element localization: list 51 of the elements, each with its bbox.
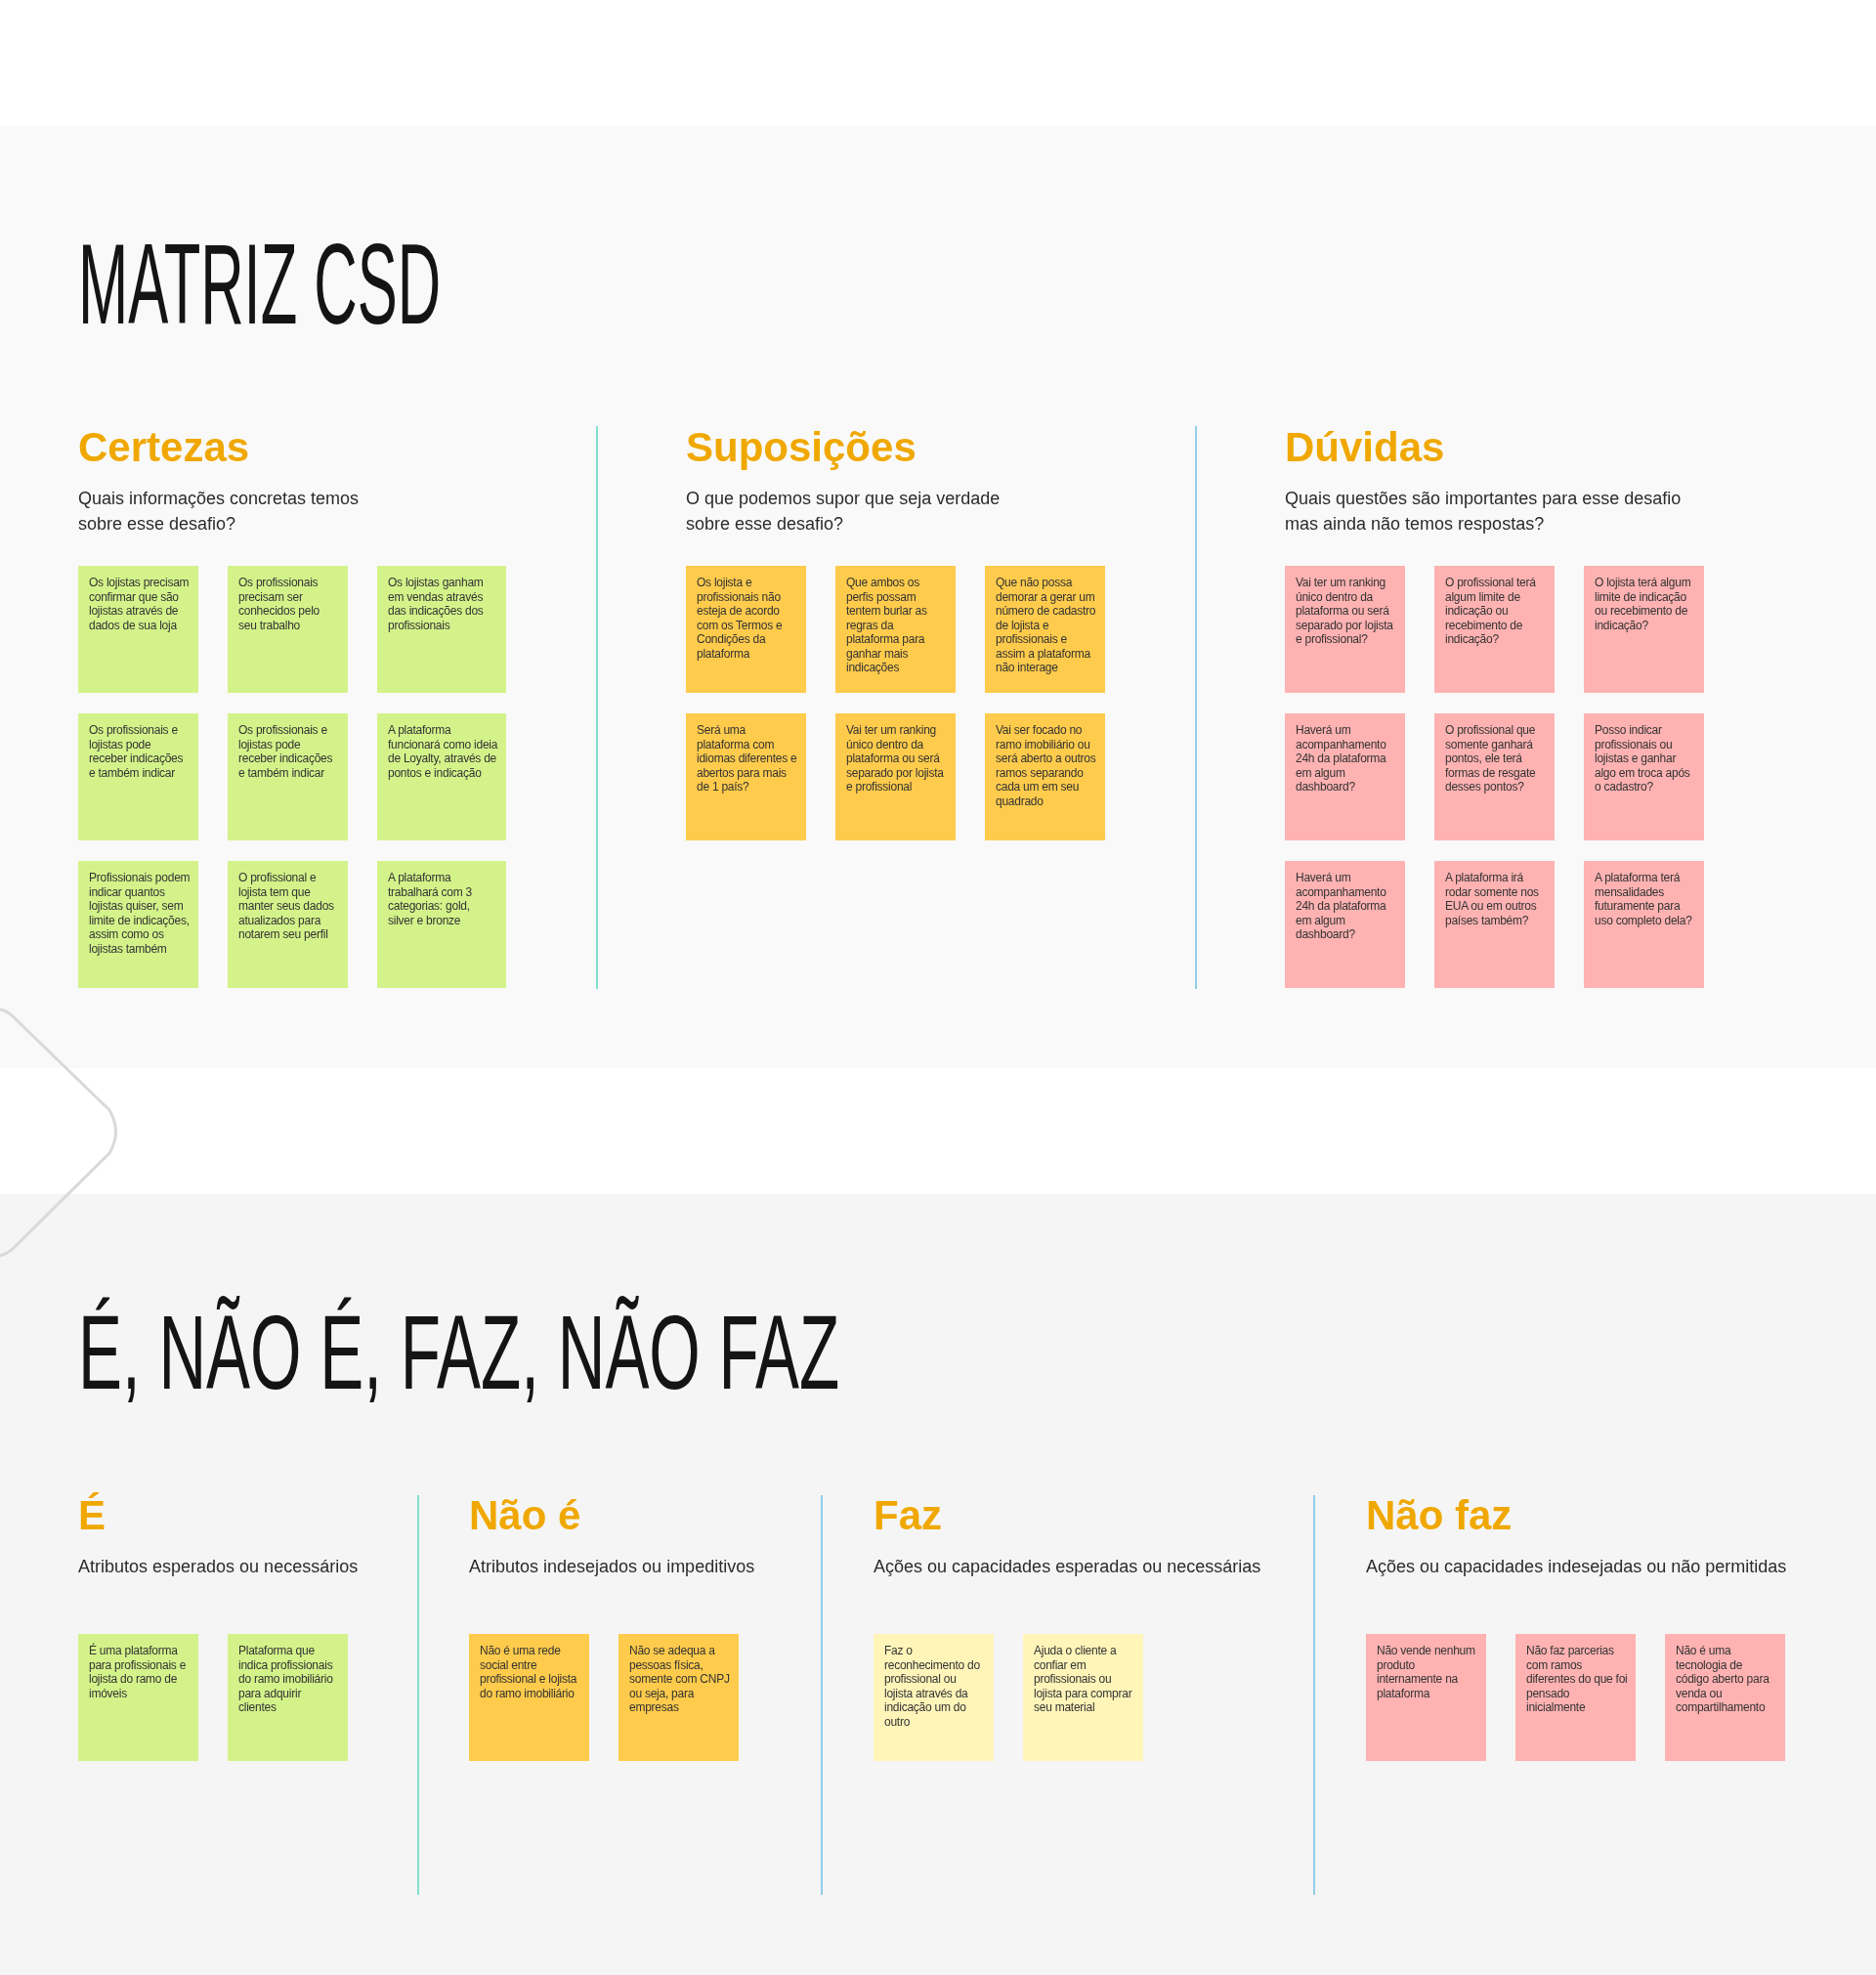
column-heading: Não é bbox=[469, 1491, 581, 1540]
sticky-note: Vai ser focado no ramo imobiliário ou será aberto a outros ramos separando cada um em seu quadrado bbox=[985, 713, 1105, 840]
column-heading: Suposições bbox=[686, 423, 917, 472]
sticky-note: A plataforma funcionará como ideia de Loyalty, através de pontos e indicação bbox=[377, 713, 506, 840]
sticky-note: A plataforma terá mensalidades futuramente para uso completo dela? bbox=[1584, 861, 1704, 988]
section-band bbox=[0, 1194, 1876, 1975]
section-title: MATRIZ CSD bbox=[78, 220, 442, 350]
sticky-note: Que ambos os perfis possam tentem burlar as regras da plataforma para ganhar mais indicações bbox=[835, 566, 956, 693]
section-band bbox=[0, 126, 1876, 1068]
sticky-note: Não é uma rede social entre profissional e lojista do ramo imobiliário bbox=[469, 1634, 589, 1761]
sticky-note: Haverá um acompanhamento 24h da plataforma em algum dashboard? bbox=[1285, 861, 1405, 988]
sticky-note: Ajuda o cliente a confiar em profissionais ou lojista para comprar seu material bbox=[1023, 1634, 1143, 1761]
section-title: É, NÃO É, FAZ, NÃO FAZ bbox=[78, 1293, 840, 1413]
sticky-note: Haverá um acompanhamento 24h da plataforma em algum dashboard? bbox=[1285, 713, 1405, 840]
sticky-note: Não se adequa a pessoas física, somente com CNPJ ou seja, para empresas bbox=[618, 1634, 739, 1761]
column-heading: É bbox=[78, 1491, 106, 1540]
column-heading: Faz bbox=[874, 1491, 942, 1540]
column-subtitle: Quais informações concretas temos sobre esse desafio? bbox=[78, 488, 361, 536]
sticky-note: Os lojistas precisam confirmar que são lojistas através de dados de sua loja bbox=[78, 566, 198, 693]
sticky-note: Os profissionais e lojistas pode receber indicações e também indicar bbox=[78, 713, 198, 840]
sticky-note: Os lojista e profissionais não esteja de acordo com os Termos e Condições da plataforma bbox=[686, 566, 806, 693]
column-subtitle: Atributos esperados ou necessários bbox=[78, 1556, 360, 1578]
sticky-note: Não é uma tecnologia de código aberto para venda ou compartilhamento bbox=[1665, 1634, 1785, 1761]
sticky-note: O profissional e lojista tem que manter seus dados atualizados para notarem seu perfil bbox=[228, 861, 348, 988]
sticky-note: O profissional que somente ganhará pontos, ele terá formas de resgate desses pontos? bbox=[1434, 713, 1555, 840]
sticky-note: Vai ter um ranking único dentro da plataforma ou será separado por lojista e profissional? bbox=[1285, 566, 1405, 693]
sticky-note: Plataforma que indica profissionais do ramo imobiliário para adquirir clientes bbox=[228, 1634, 348, 1761]
sticky-note: O lojista terá algum limite de indicação ou recebimento de indicação? bbox=[1584, 566, 1704, 693]
column-heading: Não faz bbox=[1366, 1491, 1513, 1540]
sticky-note: Os profissionais e lojistas pode receber indicações e também indicar bbox=[228, 713, 348, 840]
sticky-note: O profissional terá algum limite de indicação ou recebimento de indicação? bbox=[1434, 566, 1555, 693]
sticky-note: Vai ter um ranking único dentro da plataforma ou será separado por lojista e profissional bbox=[835, 713, 956, 840]
sticky-note: Posso indicar profissionais ou lojistas e ganhar algo em troca após o cadastro? bbox=[1584, 713, 1704, 840]
column-subtitle: Ações ou capacidades indesejadas ou não permitidas bbox=[1366, 1556, 1788, 1578]
sticky-note: É uma plataforma para profissionais e lojista do ramo de imóveis bbox=[78, 1634, 198, 1761]
sticky-note: Será uma plataforma com idiomas diferentes e abertos para mais de 1 país? bbox=[686, 713, 806, 840]
sticky-note: Não faz parcerias com ramos diferentes do que foi pensado inicialmente bbox=[1515, 1634, 1636, 1761]
sticky-note: Os profissionais precisam ser conhecidos pelo seu trabalho bbox=[228, 566, 348, 693]
column-heading: Certezas bbox=[78, 423, 250, 472]
sticky-note: Que não possa demorar a gerar um número de cadastro de lojista e profissionais e assim a plataforma não interage bbox=[985, 566, 1105, 693]
sticky-note: A plataforma trabalhará com 3 categorias: gold, silver e bronze bbox=[377, 861, 506, 988]
column-subtitle: Ações ou capacidades esperadas ou necessárias bbox=[874, 1556, 1262, 1578]
sticky-note: A plataforma irá rodar somente nos EUA ou em outros países também? bbox=[1434, 861, 1555, 988]
column-heading: Dúvidas bbox=[1285, 423, 1445, 472]
sticky-note: Os lojistas ganham em vendas através das indicações dos profissionais bbox=[377, 566, 506, 693]
column-subtitle: Atributos indesejados ou impeditivos bbox=[469, 1556, 756, 1578]
column-subtitle: Quais questões são importantes para esse desafio mas ainda não temos respostas? bbox=[1285, 488, 1683, 536]
sticky-note: Profissionais podem indicar quantos lojistas quiser, sem limite de indicações, assim como os lojistas também bbox=[78, 861, 198, 988]
column-subtitle: O que podemos supor que seja verdade sobre esse desafio? bbox=[686, 488, 1002, 536]
sticky-note: Faz o reconhecimento do profissional ou lojista através da indicação um do outro bbox=[874, 1634, 994, 1761]
sticky-note: Não vende nenhum produto internamente na plataforma bbox=[1366, 1634, 1486, 1761]
